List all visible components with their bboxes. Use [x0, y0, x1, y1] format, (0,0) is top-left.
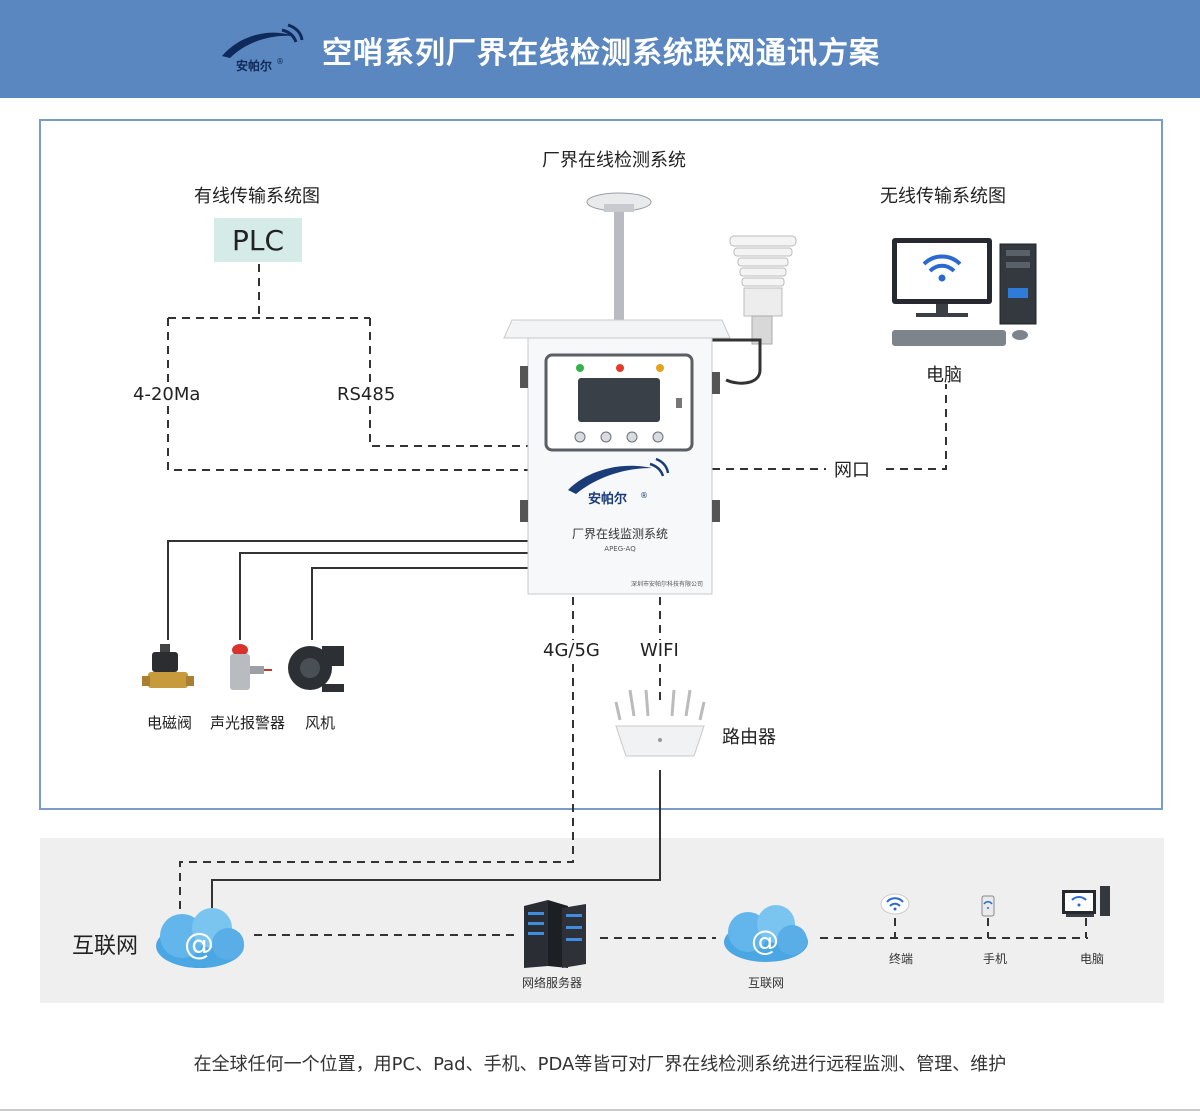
system-title: 厂界在线检测系统 [542, 150, 686, 171]
header-bar: 安帕尔 ® 空哨系列厂界在线检测系统联网通讯方案 [0, 0, 1200, 98]
logo-text: 安帕尔 [236, 58, 272, 73]
cellular-line-bottom [179, 664, 574, 912]
cabinet-model: APEG-AQ [604, 545, 636, 553]
phone-label: 手机 [983, 952, 1008, 966]
wired-system-title: 有线传输系统图 [194, 186, 320, 207]
cabinet-brand-mark: ® [640, 491, 648, 500]
cabinet-company: 深圳市安帕尔科技有限公司 [631, 580, 703, 588]
logo-mark: ® [276, 57, 284, 66]
brand-logo-icon: 安帕尔 ® [222, 23, 304, 73]
cabinet-product-name: 厂界在线监测系统 [572, 527, 668, 541]
internet-cloud-icon: @ [156, 908, 244, 968]
solenoid-valve-icon [142, 644, 194, 688]
router-icon [614, 689, 706, 757]
internet-label: 互联网 [72, 934, 139, 959]
desktop-computer-icon [892, 238, 1037, 346]
router-to-internet-line [211, 770, 661, 912]
cloud-symbol: @ [751, 924, 779, 957]
cabinet-brand: 安帕尔 [588, 491, 627, 507]
footer-description: 在全球任何一个位置，用PC、Pad、手机、PDA等皆可对厂界在线检测系统进行远程… [193, 1054, 1007, 1075]
alarm-cable [239, 552, 528, 640]
fan-label: 风机 [305, 714, 336, 732]
cloud-label: 互联网 [748, 976, 785, 990]
valve-cable [167, 540, 528, 640]
rs485-line-bottom [369, 406, 528, 447]
port-line-right [886, 384, 947, 470]
cellular-label: 4G/5G [543, 640, 600, 661]
bottom-border [0, 1109, 1200, 1111]
phone-icon [981, 895, 995, 917]
antenna-icon [586, 192, 652, 322]
current-signal-label: 4-20Ma [133, 384, 201, 405]
internet-cloud-symbol: @ [184, 927, 214, 962]
alarm-label: 声光报警器 [210, 714, 286, 732]
wifi-label: WIFI [640, 640, 679, 661]
fan-cable [311, 567, 528, 640]
plc-box: PLC [214, 218, 302, 262]
sound-light-alarm-icon [230, 644, 272, 690]
monitoring-cabinet: 安帕尔 ® 厂界在线监测系统 APEG-AQ 深圳市安帕尔科技有限公司 [503, 319, 731, 595]
fan-blower-icon [288, 646, 344, 692]
local-system-frame [39, 119, 1163, 810]
wireless-system-title: 无线传输系统图 [880, 186, 1006, 207]
computer-label: 电脑 [926, 365, 962, 386]
solid-connections [167, 540, 661, 912]
terminal-label: 终端 [889, 952, 914, 966]
plc-label: PLC [231, 223, 285, 257]
cloud-icon: @ [724, 905, 808, 962]
weather-sensor-icon [712, 235, 797, 385]
valve-label: 电磁阀 [147, 714, 193, 732]
router-label: 路由器 [722, 727, 776, 748]
server-label: 网络服务器 [522, 976, 583, 990]
current-line-bottom [167, 406, 528, 471]
page-title: 空哨系列厂界在线检测系统联网通讯方案 [322, 36, 880, 71]
rs485-label: RS485 [337, 384, 396, 405]
pc-label: 电脑 [1080, 952, 1105, 966]
dashed-connections [167, 264, 1088, 939]
server-rack-icon [524, 900, 586, 968]
computer-icon [1062, 886, 1110, 917]
network-port-label: 网口 [834, 460, 870, 481]
wifi-terminal-icon [880, 893, 910, 915]
